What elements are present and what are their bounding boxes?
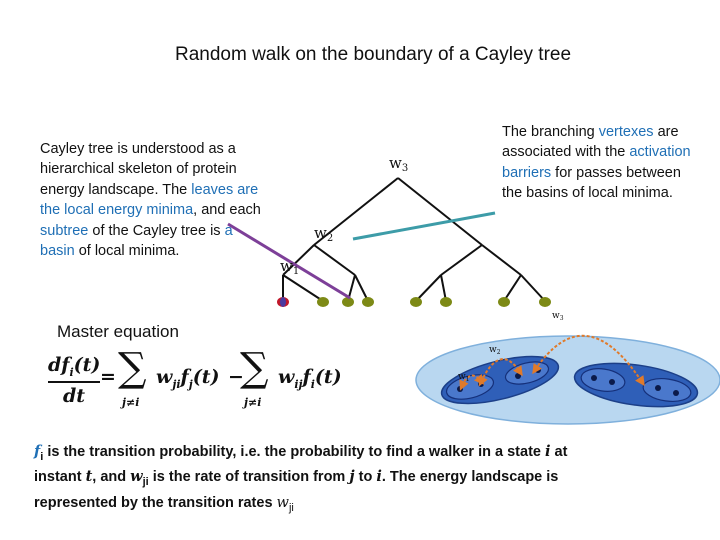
minimum-dot <box>478 381 484 387</box>
eq-w: w <box>156 366 173 388</box>
eq-sub: ij <box>294 377 303 391</box>
leaf <box>362 297 374 307</box>
basin-left-inner <box>445 374 495 400</box>
eq-arg: (t) <box>192 366 220 388</box>
master-equation-label: Master equation <box>57 322 179 341</box>
basin-right-inner <box>642 378 692 402</box>
loss-term: wijfi(t) <box>278 366 342 391</box>
slide-title: Random walk on the boundary of a Cayley … <box>174 44 572 65</box>
minus-sign: − <box>228 366 244 388</box>
basin-left-inner <box>504 361 550 385</box>
minimum-dot <box>655 385 661 391</box>
transition-explanation: fi is the transition probability, i.e. t… <box>34 442 574 518</box>
leaves-highlight: leaves are the local energy minima <box>40 181 259 219</box>
eq-f: f <box>180 366 189 388</box>
f-symbol: f <box>34 443 41 460</box>
basin-right <box>573 362 699 408</box>
start-leaf <box>277 297 289 307</box>
minimum-dot <box>609 379 615 385</box>
leaf <box>440 297 452 307</box>
eq-w: w <box>278 366 295 388</box>
leaf <box>539 297 551 307</box>
sum-index: j≠i <box>122 396 140 409</box>
leaf <box>317 297 329 307</box>
fraction-bar <box>48 380 100 383</box>
desc-text: The branching <box>502 124 599 140</box>
vertex-pointer <box>352 211 496 241</box>
var-j: j <box>349 468 355 486</box>
transition-arrow-w2 <box>478 358 523 387</box>
tree-label-w1: w1 <box>280 257 299 277</box>
var-i: i <box>376 468 382 486</box>
w-symbol: w <box>276 494 289 511</box>
gain-term: wjifj(t) <box>156 366 219 391</box>
desc-text: Cayley tree is understood as a hierarchi… <box>40 141 237 198</box>
eq-arg: (t) <box>314 366 342 388</box>
vertexes-highlight: vertexes <box>598 124 654 140</box>
eq-arg: (t) <box>73 354 101 376</box>
var-t: t <box>85 468 93 486</box>
denominator: dt <box>62 384 86 407</box>
tree-label-w2: w2 <box>314 224 333 244</box>
leaf <box>498 297 510 307</box>
leaf <box>342 297 354 307</box>
equals-sign: = <box>100 366 116 388</box>
desc-text: of local minima. <box>74 243 180 260</box>
minimum-dot <box>515 373 521 379</box>
eq-sub: i <box>40 450 44 463</box>
eq-sub: j <box>188 377 193 391</box>
leaf <box>410 297 422 307</box>
start-leaf-shade <box>280 297 286 307</box>
desc-text: , and <box>92 469 131 486</box>
eq-sub: ji <box>288 501 294 514</box>
desc-text: of the Cayley tree is <box>88 222 225 239</box>
eq-sub: ji <box>172 377 181 391</box>
transition-arrow-w1 <box>459 373 485 391</box>
tree-description: Cayley tree is understood as a hierarchi… <box>40 139 266 261</box>
outer-basin <box>415 335 720 425</box>
tree-leaves <box>277 297 551 307</box>
basin-right-inner <box>580 368 626 392</box>
desc-text: are associated with the <box>502 124 679 161</box>
w-symbol: w <box>130 468 143 486</box>
barriers-highlight: activation barriers <box>502 144 691 181</box>
numerator: dfi(t) <box>48 354 101 379</box>
derivative-fraction: dfi(t) dt <box>48 354 100 407</box>
desc-text: is the transition probability, i.e. the … <box>43 444 545 460</box>
sum-symbol: ∑ <box>118 345 147 391</box>
desc-text: to <box>354 469 377 486</box>
basin-label-w3: w3 <box>552 311 564 322</box>
desc-text: , and each <box>193 202 261 219</box>
vertex-description: The branching vertexes are associated wi… <box>502 122 702 204</box>
eq-df: df <box>48 354 70 376</box>
desc-text: . The energy landscape is represented by… <box>34 469 559 511</box>
var-i: i <box>545 443 551 460</box>
minimum-dot <box>535 367 541 373</box>
minimum-dot <box>457 386 463 392</box>
basin-label-w1: w1 <box>458 372 470 383</box>
desc-text: for passes between the basins of local m… <box>502 164 681 202</box>
master-equation: dfi(t) dt = ∑ j≠i wjifj(t) − ∑ j≠i wijfi… <box>34 348 356 418</box>
sum-symbol: ∑ <box>240 345 269 391</box>
eq-sub: i <box>69 365 74 379</box>
minimum-dot <box>673 390 679 396</box>
desc-text: is the rate of transition from <box>148 469 350 486</box>
tree-label-w3: w3 <box>389 154 408 174</box>
eq-sub: i <box>310 377 315 391</box>
minimum-dot <box>591 375 597 381</box>
desc-text: at instant <box>34 444 568 486</box>
eq-f: f <box>302 366 311 388</box>
basin-left <box>440 355 560 405</box>
subtree-highlight: subtree <box>40 222 89 239</box>
sum-index: j≠i <box>244 396 262 409</box>
transition-arrow-w3 <box>532 334 645 387</box>
basin-label-w2: w2 <box>489 345 501 356</box>
eq-sub: ji <box>142 476 149 489</box>
